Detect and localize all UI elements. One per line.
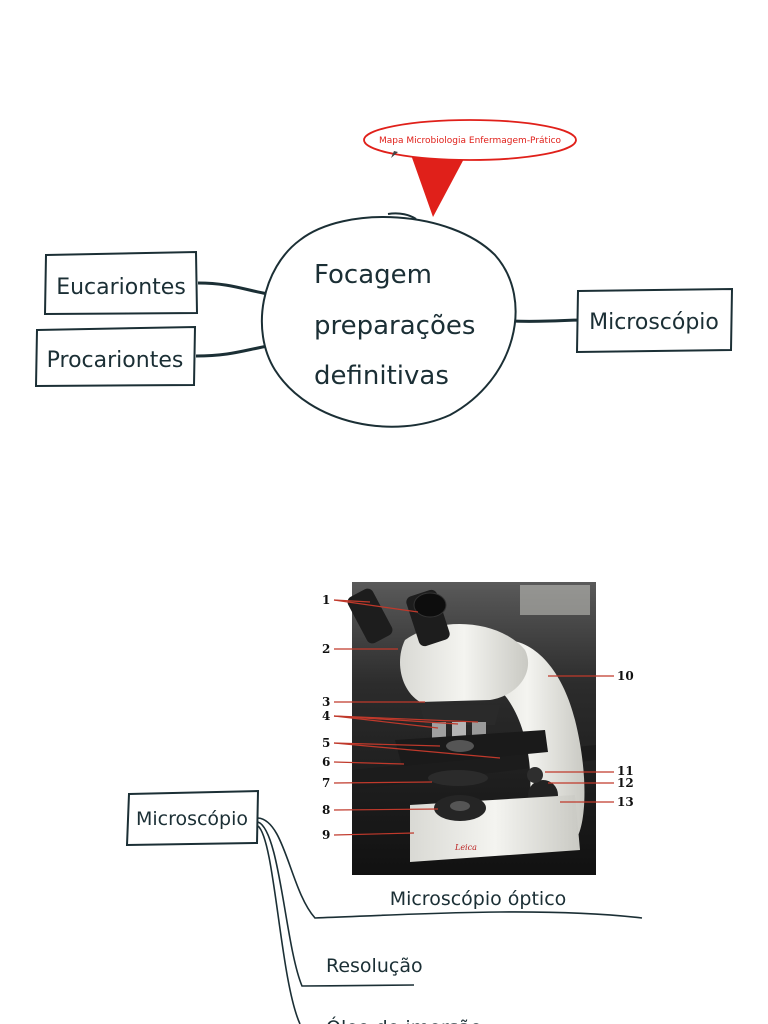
node-procariontes-box <box>34 325 197 388</box>
eyepiece-right-lens <box>413 592 447 618</box>
callout-line-8 <box>333 808 439 811</box>
focus-knob-fine <box>527 767 543 783</box>
callout-line-4a <box>333 715 439 729</box>
branch-root-microscopio[interactable]: Microscópio <box>125 789 260 847</box>
central-topic-circle-stroke <box>387 212 417 220</box>
brand-logo: Leica <box>454 843 477 852</box>
eyepiece-left <box>347 588 393 644</box>
callout-number-12: 12 <box>617 776 634 790</box>
branch-root-box <box>125 789 260 847</box>
callout-line-6 <box>333 761 405 765</box>
connector-eucariontes <box>197 281 269 296</box>
callout-number-9: 9 <box>322 828 330 842</box>
central-topic[interactable]: Focagem preparações definitivas <box>260 212 517 428</box>
condenser <box>428 770 488 786</box>
callout-line-4c <box>333 715 479 723</box>
callout-line-9 <box>333 832 415 836</box>
callout-bubble[interactable]: Mapa Microbiologia Enfermagem-Prático <box>363 119 577 217</box>
callout-line-5a <box>333 742 441 747</box>
callout-number-4: 4 <box>322 709 330 723</box>
node-eucariontes-box <box>43 250 199 316</box>
node-eucariontes[interactable]: Eucariontes <box>43 250 199 316</box>
callout-line-1b <box>333 599 419 613</box>
central-topic-circle <box>260 216 517 428</box>
node-microscopio-right[interactable]: Microscópio <box>575 287 734 354</box>
callout-number-6: 6 <box>322 755 330 769</box>
central-topic-line-1: Focagem <box>314 260 432 290</box>
callout-ellipse <box>363 119 577 161</box>
callout-number-7: 7 <box>322 776 330 790</box>
central-topic-line-3: definitivas <box>314 361 449 391</box>
branch-line-resolucao <box>257 821 415 987</box>
branch-root-label: Microscópio <box>136 808 248 830</box>
callout-number-10: 10 <box>617 669 634 683</box>
connector-microscopio <box>511 318 579 323</box>
callout-number-2: 2 <box>322 642 330 656</box>
central-topic-line-2: preparações <box>314 311 475 341</box>
callout-pointer <box>410 152 466 217</box>
callout-line-7 <box>333 781 433 784</box>
callout-line-5b <box>333 742 501 759</box>
node-microscopio-right-box <box>575 287 734 354</box>
photo-callouts: 1 2 3 4 5 6 7 8 9 10 11 12 13 <box>322 593 634 842</box>
callout-number-5: 5 <box>322 736 330 750</box>
node-procariontes[interactable]: Procariontes <box>34 325 197 388</box>
callout-number-3: 3 <box>322 695 330 709</box>
branch-line-oleo <box>257 825 301 1024</box>
callout-number-11: 11 <box>617 764 634 778</box>
callout-text: Mapa Microbiologia Enfermagem-Prático <box>379 136 562 146</box>
branch-child-microscopio-optico[interactable]: Microscópio óptico <box>390 888 567 910</box>
callout-number-13: 13 <box>617 795 634 809</box>
node-microscopio-right-label: Microscópio <box>589 310 719 335</box>
branch-child-oleo-imersao[interactable]: Óleo de imersão <box>326 1015 482 1024</box>
connector-procariontes <box>195 344 269 358</box>
photo-background-equipment <box>520 585 590 615</box>
node-procariontes-label: Procariontes <box>47 348 184 373</box>
microscope-photo: Leica <box>347 582 596 875</box>
branch-line-optico <box>257 817 643 919</box>
callout-number-8: 8 <box>322 803 330 817</box>
callout-number-1: 1 <box>322 593 330 607</box>
node-eucariontes-label: Eucariontes <box>56 275 186 300</box>
callout-arrow-icon <box>391 151 398 158</box>
stage-aperture <box>446 740 474 752</box>
branch-child-resolucao[interactable]: Resolução <box>326 955 423 977</box>
light-source-lens <box>450 801 470 811</box>
